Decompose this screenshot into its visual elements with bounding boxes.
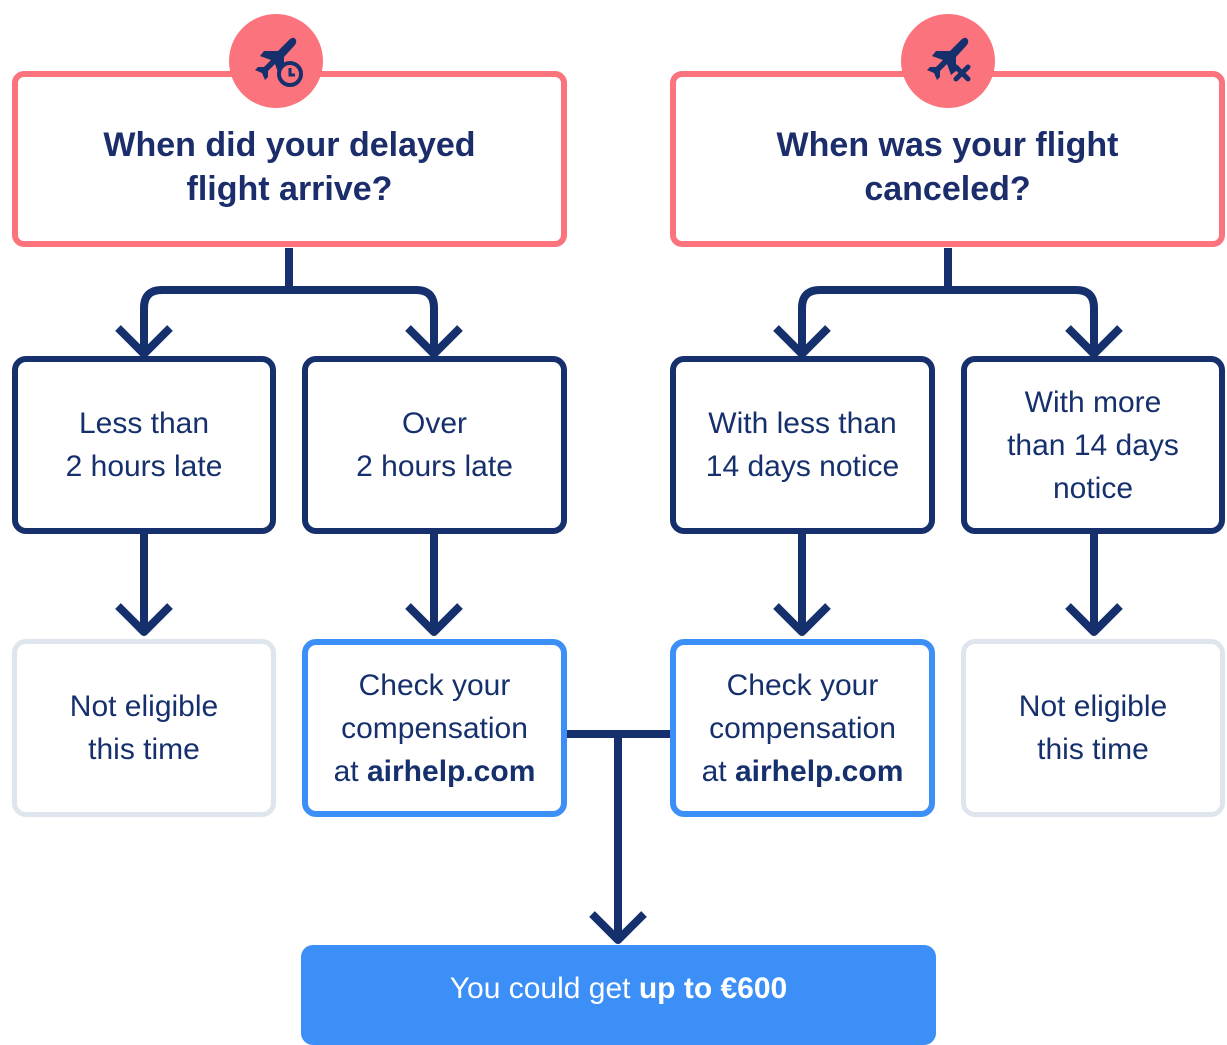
- arrow-head: [1065, 325, 1123, 358]
- arrow-head: [1065, 603, 1123, 636]
- delayed-icon-badge: [229, 14, 323, 108]
- result-check-compensation-delayed[interactable]: Check your compensation at airhelp.com: [302, 639, 567, 817]
- arrow-head: [773, 603, 831, 636]
- result-check-compensation-canceled[interactable]: Check your compensation at airhelp.com: [670, 639, 935, 817]
- plane-x-icon: [927, 37, 971, 82]
- airhelp-link[interactable]: airhelp.com: [734, 754, 904, 788]
- merge-connector: [566, 730, 670, 940]
- delayed-branch-connector: [140, 248, 438, 352]
- option-more-than-14-days: With more than 14 days notice: [961, 356, 1225, 534]
- canceled-branch-connector: [798, 248, 1098, 352]
- arrow-head: [115, 603, 173, 636]
- result-not-eligible-delayed: Not eligible this time: [12, 639, 276, 817]
- option-less-than-2-hours: Less than 2 hours late: [12, 356, 276, 534]
- flow-connectors: [115, 248, 1123, 944]
- arrow-head: [773, 325, 831, 358]
- arrow-head: [115, 325, 173, 358]
- arrow-head: [589, 911, 647, 944]
- arrow-head: [405, 325, 463, 358]
- result-not-eligible-canceled: Not eligible this time: [961, 639, 1225, 817]
- option-over-2-hours: Over 2 hours late: [302, 356, 567, 534]
- compensation-cta-banner[interactable]: You could get up to €600: [301, 945, 936, 1045]
- canceled-question: When was your flight canceled?: [776, 126, 1119, 208]
- delayed-question: When did your delayed flight arrive?: [103, 126, 476, 208]
- option-less-than-14-days: With less than 14 days notice: [670, 356, 935, 534]
- arrow-head: [405, 603, 463, 636]
- airhelp-link[interactable]: airhelp.com: [366, 754, 536, 788]
- canceled-icon-badge: [901, 14, 995, 108]
- plane-clock-icon: [255, 37, 303, 87]
